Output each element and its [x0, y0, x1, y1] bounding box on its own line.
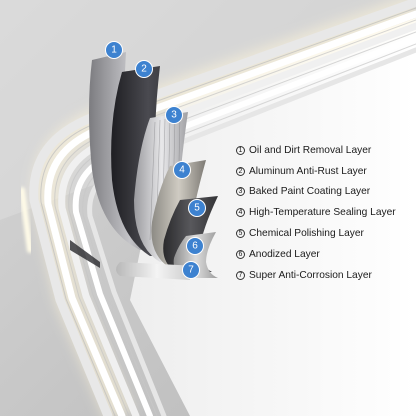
svg-text:4: 4: [179, 165, 185, 176]
material-layers: [70, 52, 218, 280]
layer-badges: 1 2 3 4 5 6 7: [105, 41, 206, 279]
layer-legend: 1 Oil and Dirt Removal Layer 2 Aluminum …: [236, 140, 396, 286]
legend-number: 4: [236, 208, 245, 218]
svg-text:2: 2: [141, 64, 147, 75]
legend-number: 5: [236, 229, 245, 239]
badge-5: 5: [188, 199, 206, 217]
legend-label: Chemical Polishing Layer: [249, 228, 364, 240]
legend-item: 2 Aluminum Anti-Rust Layer: [236, 161, 396, 182]
legend-number: 6: [236, 249, 245, 259]
led-strip: [19, 187, 33, 253]
legend-label: Super Anti-Corrosion Layer: [249, 269, 372, 281]
badge-1: 1: [105, 41, 123, 59]
legend-number: 7: [236, 270, 245, 280]
badge-7: 7: [182, 261, 200, 279]
badge-3: 3: [165, 106, 183, 124]
legend-item: 5 Chemical Polishing Layer: [236, 223, 396, 244]
legend-number: 3: [236, 187, 245, 197]
svg-text:7: 7: [188, 265, 194, 276]
legend-label: Anodized Layer: [249, 248, 320, 260]
legend-item: 7 Super Anti-Corrosion Layer: [236, 265, 396, 286]
legend-item: 3 Baked Paint Coating Layer: [236, 182, 396, 203]
legend-label: Aluminum Anti-Rust Layer: [249, 165, 367, 177]
legend-label: Oil and Dirt Removal Layer: [249, 144, 372, 156]
legend-item: 4 High-Temperature Sealing Layer: [236, 202, 396, 223]
legend-number: 1: [236, 145, 245, 155]
badge-4: 4: [173, 161, 191, 179]
badge-2: 2: [135, 60, 153, 78]
layer-7-sheet: [116, 262, 198, 280]
legend-number: 2: [236, 166, 245, 176]
legend-item: 6 Anodized Layer: [236, 244, 396, 265]
layer-1-sheet: [89, 52, 170, 250]
svg-text:6: 6: [192, 241, 198, 252]
legend-label: Baked Paint Coating Layer: [249, 186, 371, 198]
layer-base-edge: [70, 240, 100, 268]
legend-label: High-Temperature Sealing Layer: [249, 207, 396, 219]
svg-text:1: 1: [111, 45, 117, 56]
svg-text:3: 3: [171, 110, 177, 121]
legend-item: 1 Oil and Dirt Removal Layer: [236, 140, 396, 161]
badge-6: 6: [186, 237, 204, 255]
svg-text:5: 5: [194, 203, 200, 214]
